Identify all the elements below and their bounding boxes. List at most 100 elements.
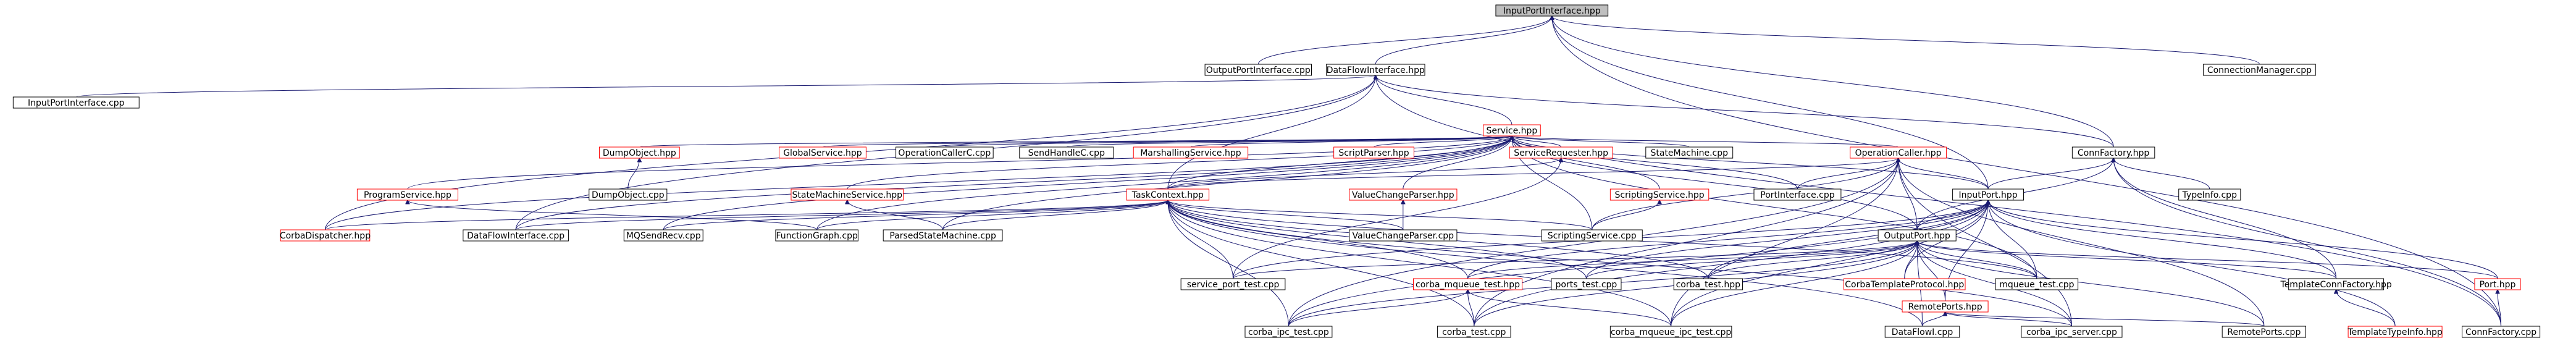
- node-box[interactable]: [1180, 278, 1286, 290]
- graph-node-portif[interactable]: PortInterface.cpp: [1753, 188, 1842, 201]
- node-box[interactable]: [1551, 278, 1622, 290]
- node-box[interactable]: [1483, 124, 1541, 137]
- node-box[interactable]: [2203, 64, 2316, 76]
- node-box[interactable]: [1412, 278, 1523, 290]
- graph-node-corbaipc[interactable]: corba_ipc_test.cpp: [1244, 326, 1333, 338]
- node-box[interactable]: [1244, 326, 1333, 338]
- node-box[interactable]: [1326, 64, 1425, 76]
- graph-node-dumpobjcpp[interactable]: DumpObject.cpp: [589, 188, 668, 201]
- graph-node-tpltypeinfo[interactable]: TemplateTypeInfo.hpp: [2347, 326, 2443, 338]
- graph-node-fgraph[interactable]: FunctionGraph.cpp: [775, 229, 858, 242]
- graph-node-dumpobj[interactable]: DumpObject.hpp: [598, 146, 680, 159]
- graph-node-opicpp[interactable]: OutputPortInterface.cpp: [1204, 64, 1312, 76]
- node-box[interactable]: [791, 188, 904, 201]
- node-box[interactable]: [2221, 326, 2307, 338]
- graph-node-scriptsvccpp[interactable]: ScriptingService.cpp: [1541, 229, 1643, 242]
- graph-node-corbadisp[interactable]: CorbaDispatcher.hpp: [280, 229, 371, 242]
- node-box[interactable]: [1877, 229, 1957, 242]
- graph-node-vcparsercpp[interactable]: ValueChangeParser.cpp: [1349, 229, 1458, 242]
- graph-node-progsvc[interactable]: ProgramService.hpp: [356, 188, 459, 201]
- graph-node-corbamqipc[interactable]: corba_mqueue_ipc_test.cpp: [1609, 326, 1732, 338]
- node-box[interactable]: [2347, 326, 2443, 338]
- graph-node-vcparser[interactable]: ValueChangeParser.hpp: [1349, 188, 1458, 201]
- node-box[interactable]: [1349, 229, 1458, 242]
- graph-node-portstest[interactable]: ports_test.cpp: [1551, 278, 1622, 290]
- node-box[interactable]: [775, 229, 858, 242]
- node-box[interactable]: [1844, 278, 1966, 290]
- graph-node-corbatesthpp[interactable]: corba_test.hpp: [1673, 278, 1743, 290]
- graph-node-mqueuetest[interactable]: mqueue_test.cpp: [1995, 278, 2079, 290]
- node-box[interactable]: [356, 188, 459, 201]
- node-box[interactable]: [1509, 146, 1613, 159]
- node-box[interactable]: [1609, 188, 1710, 201]
- graph-node-porthpp[interactable]: Port.hpp: [2474, 278, 2521, 290]
- node-box[interactable]: [1884, 326, 1960, 338]
- node-box[interactable]: [2178, 188, 2241, 201]
- graph-node-corbatestcpp[interactable]: corba_test.cpp: [1437, 326, 1511, 338]
- node-box[interactable]: [883, 229, 1003, 242]
- node-box[interactable]: [623, 229, 703, 242]
- graph-node-globalsvc[interactable]: GlobalService.hpp: [778, 146, 866, 159]
- node-box[interactable]: [1902, 300, 1989, 313]
- graph-node-tplconnfac[interactable]: TemplateConnFactory.hpp: [2280, 278, 2392, 290]
- graph-node-opcaller[interactable]: OperationCaller.hpp: [1850, 146, 1947, 159]
- node-box[interactable]: [2474, 278, 2521, 290]
- graph-node-remoteportscpp[interactable]: RemotePorts.cpp: [2221, 326, 2307, 338]
- graph-node-dficpp[interactable]: DataFlowInterface.cpp: [463, 229, 569, 242]
- node-box[interactable]: [778, 146, 866, 159]
- node-box[interactable]: [1609, 326, 1732, 338]
- node-box[interactable]: [1133, 146, 1249, 159]
- graph-node-marshsvc[interactable]: MarshallingService.hpp: [1133, 146, 1249, 159]
- graph-node-psm[interactable]: ParsedStateMachine.cpp: [883, 229, 1003, 242]
- node-box[interactable]: [12, 96, 140, 109]
- node-box[interactable]: [2288, 278, 2385, 290]
- graph-node-corbamqtest[interactable]: corba_mqueue_test.hpp: [1412, 278, 1523, 290]
- node-box[interactable]: [1952, 188, 2024, 201]
- node-box[interactable]: [463, 229, 569, 242]
- node-box[interactable]: [1437, 326, 1511, 338]
- graph-node-mqsend[interactable]: MQSendRecv.cpp: [623, 229, 703, 242]
- graph-node-svcreq[interactable]: ServiceRequester.hpp: [1509, 146, 1613, 159]
- node-box[interactable]: [1995, 278, 2079, 290]
- node-box[interactable]: [1850, 146, 1947, 159]
- graph-node-connmgr[interactable]: ConnectionManager.cpp: [2203, 64, 2316, 76]
- node-box[interactable]: [2021, 326, 2123, 338]
- node-box[interactable]: [1126, 188, 1210, 201]
- graph-node-smsvc[interactable]: StateMachineService.hpp: [791, 188, 904, 201]
- graph-node-ipicpp[interactable]: InputPortInterface.cpp: [12, 96, 140, 109]
- graph-node-corbatplproto[interactable]: CorbaTemplateProtocol.hpp: [1844, 278, 1966, 290]
- node-box[interactable]: [1753, 188, 1842, 201]
- node-box[interactable]: [1204, 64, 1312, 76]
- graph-node-dataflowi[interactable]: DataFlowI.cpp: [1884, 326, 1960, 338]
- graph-node-service[interactable]: Service.hpp: [1483, 124, 1541, 137]
- graph-node-remoteports[interactable]: RemotePorts.hpp: [1902, 300, 1989, 313]
- graph-node-corbaipcsrv[interactable]: corba_ipc_server.cpp: [2021, 326, 2123, 338]
- node-box[interactable]: [1349, 188, 1458, 201]
- graph-node-ipi[interactable]: InputPortInterface.hpp: [1495, 4, 1609, 17]
- node-box[interactable]: [2071, 146, 2155, 159]
- node-box[interactable]: [896, 146, 994, 159]
- node-box[interactable]: [1019, 146, 1114, 159]
- graph-node-opcallerc[interactable]: OperationCallerC.cpp: [896, 146, 994, 159]
- node-box[interactable]: [2462, 326, 2541, 338]
- node-box[interactable]: [589, 188, 668, 201]
- graph-node-outputport[interactable]: OutputPort.hpp: [1877, 229, 1957, 242]
- graph-node-statemachine[interactable]: StateMachine.cpp: [1645, 146, 1734, 159]
- graph-node-dfi[interactable]: DataFlowInterface.hpp: [1326, 64, 1425, 76]
- graph-node-sendhandlec[interactable]: SendHandleC.cpp: [1019, 146, 1114, 159]
- node-box[interactable]: [1333, 146, 1414, 159]
- graph-node-svcporttest[interactable]: service_port_test.cpp: [1180, 278, 1286, 290]
- node-box[interactable]: [598, 146, 680, 159]
- graph-node-typeinfo[interactable]: TypeInfo.cpp: [2178, 188, 2241, 201]
- node-box[interactable]: [1673, 278, 1743, 290]
- node-box[interactable]: [1645, 146, 1734, 159]
- graph-node-connfactorycpp[interactable]: ConnFactory.cpp: [2462, 326, 2541, 338]
- graph-node-scriptsvc[interactable]: ScriptingService.hpp: [1609, 188, 1710, 201]
- node-box[interactable]: [1541, 229, 1643, 242]
- node-box[interactable]: [1495, 4, 1609, 17]
- graph-node-taskctx[interactable]: TaskContext.hpp: [1126, 188, 1210, 201]
- graph-node-connfactory[interactable]: ConnFactory.hpp: [2071, 146, 2155, 159]
- node-box[interactable]: [280, 229, 371, 242]
- graph-node-inputport[interactable]: InputPort.hpp: [1952, 188, 2024, 201]
- graph-node-scriptparser[interactable]: ScriptParser.hpp: [1333, 146, 1414, 159]
